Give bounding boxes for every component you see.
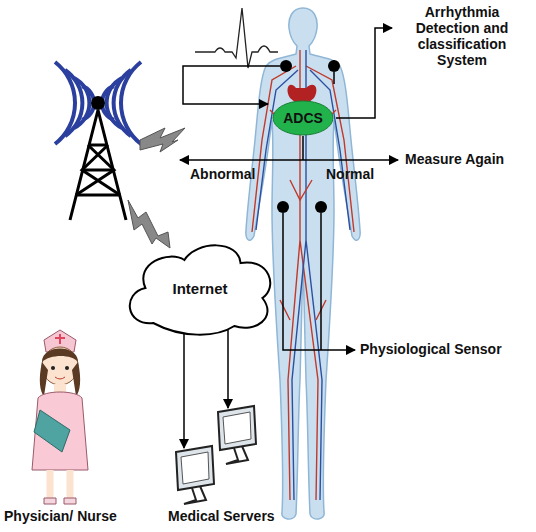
network-cloud: Internet — [122, 238, 278, 338]
radio-tower — [55, 62, 141, 220]
text-label: Medical Servers — [168, 508, 275, 524]
ecg-wave — [195, 8, 278, 68]
text-label: Abnormal — [190, 166, 255, 182]
text-label: Measure Again — [405, 151, 504, 167]
sensor-dot — [277, 60, 340, 213]
server-monitor — [176, 406, 256, 504]
human-body — [246, 8, 360, 519]
text-label: Normal — [326, 166, 374, 182]
nurse-figure — [32, 330, 88, 504]
node-label: Internet — [172, 280, 227, 297]
signal-line — [180, 28, 398, 448]
text-label: Physician/ Nurse — [4, 508, 117, 524]
text-label: Arrhythmia Detection and classification … — [392, 4, 532, 68]
node-label: ADCS — [283, 110, 323, 126]
process-ellipse: ADCS — [272, 100, 334, 136]
text-label: Physiological Sensor — [360, 341, 502, 357]
wireless-link — [128, 128, 185, 248]
